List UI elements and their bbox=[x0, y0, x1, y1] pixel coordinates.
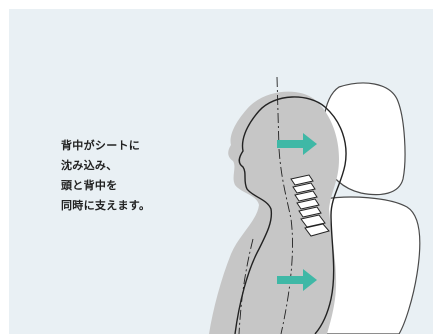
caption-line: 背中がシートに bbox=[61, 136, 150, 156]
caption: 背中がシートに 沈み込み、 頭と背中を 同時に支えます。 bbox=[61, 136, 150, 216]
illustration-panel: 背中がシートに 沈み込み、 頭と背中を 同時に支えます。 bbox=[9, 9, 433, 334]
caption-line: 沈み込み、 bbox=[61, 156, 150, 176]
caption-line: 頭と背中を bbox=[61, 176, 150, 196]
caption-line: 同時に支えます。 bbox=[61, 196, 150, 216]
